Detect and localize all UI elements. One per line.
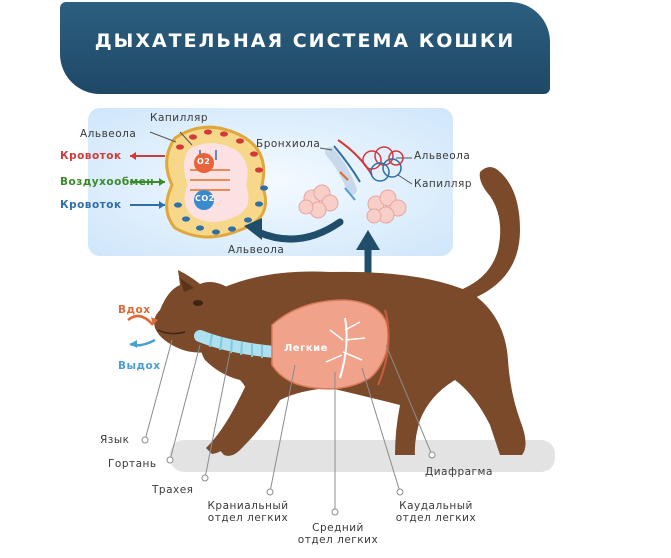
label-capillary-top: Капилляр xyxy=(150,112,208,124)
label-cranial: Краниальный отдел легких xyxy=(200,500,296,524)
label-middle-line2: отдел легких xyxy=(297,534,379,546)
label-inhale: Вдох xyxy=(118,304,151,316)
label-co2: CO2 xyxy=(195,194,215,203)
label-gas-exchange: Воздухообмен xyxy=(60,176,155,188)
label-bronchiole: Бронхиола xyxy=(256,138,321,150)
trachea xyxy=(194,330,281,358)
co2-bubble xyxy=(194,190,214,210)
alveolus-cross-section xyxy=(165,125,268,239)
label-cranial-line1: Краниальный xyxy=(207,500,289,512)
label-lungs: Легкие xyxy=(284,343,328,354)
label-caudal: Каудальный отдел легких xyxy=(388,500,484,524)
label-alveola-top: Альвеола xyxy=(80,128,137,140)
zoom-arrow-left xyxy=(254,218,344,243)
label-larynx: Гортань xyxy=(108,458,157,470)
label-alveola-right: Альвеола xyxy=(414,150,471,162)
label-caudal-line2: отдел легких xyxy=(395,512,477,524)
label-middle: Средний отдел легких xyxy=(290,522,386,546)
label-bloodflow-out: Кровоток xyxy=(60,199,122,211)
label-o2: O2 xyxy=(197,157,211,166)
label-exhale: Выдох xyxy=(118,360,161,372)
label-tongue: Язык xyxy=(100,434,130,446)
ground-shadow xyxy=(170,440,555,472)
label-caudal-line1: Каудальный xyxy=(399,500,473,512)
page-title: ДЫХАТЕЛЬНАЯ СИСТЕМА КОШКИ xyxy=(94,30,516,52)
bronchiole-cluster xyxy=(298,139,407,224)
label-bloodflow-in: Кровоток xyxy=(60,150,122,162)
lungs xyxy=(271,299,390,390)
label-cranial-line2: отдел легких xyxy=(207,512,289,524)
o2-bubble xyxy=(194,153,214,173)
label-trachea: Трахея xyxy=(152,484,194,496)
label-middle-line1: Средний xyxy=(312,522,364,534)
bloodflow-arrows xyxy=(130,152,165,209)
label-capillary-right: Капилляр xyxy=(414,178,472,190)
label-diaphragm: Диафрагма xyxy=(425,466,493,478)
label-alveola-bottom: Альвеола xyxy=(228,244,285,256)
title-banner xyxy=(60,2,550,94)
